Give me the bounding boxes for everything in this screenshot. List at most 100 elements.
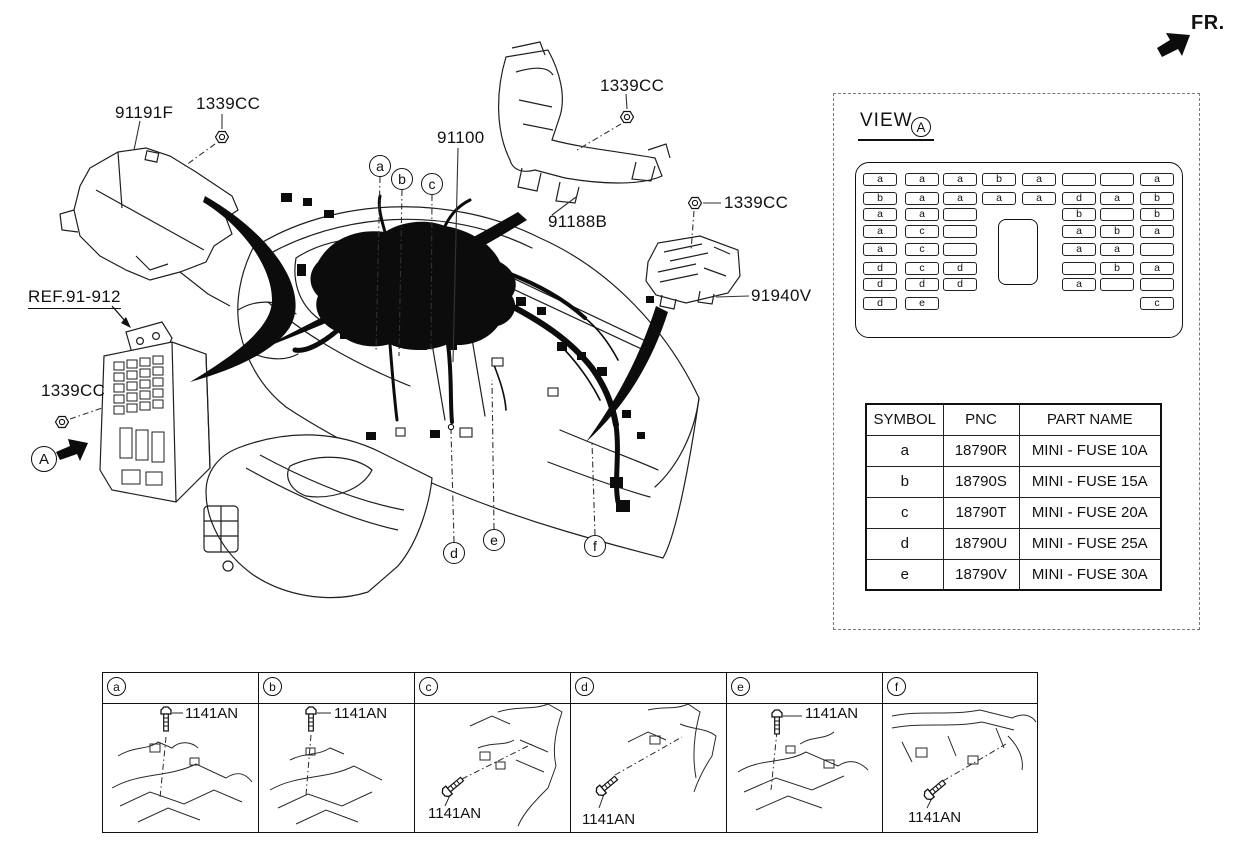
part-label-1339CC-left[interactable]: 1339CC: [41, 381, 106, 400]
fuse-slot: d: [943, 262, 977, 275]
view-title: VIEW: [860, 110, 913, 131]
fuse-slot: a: [1100, 243, 1134, 256]
fuse-slot: d: [863, 278, 897, 291]
bolt-label-1141AN[interactable]: 1141AN: [582, 811, 636, 828]
table-cell: MINI - FUSE 25A: [1018, 527, 1162, 560]
callout-d[interactable]: d: [443, 542, 465, 564]
fuse-slot: b: [1100, 225, 1134, 238]
fuse-slot: [943, 243, 977, 256]
table-header: PART NAME: [1018, 403, 1162, 436]
table-cell: MINI - FUSE 10A: [1018, 434, 1162, 467]
fuse-slot: b: [1140, 208, 1174, 221]
panel-callout-c[interactable]: c: [419, 677, 438, 696]
fuse-slot: d: [905, 278, 939, 291]
fuse-slot: a: [1140, 173, 1174, 186]
fuse-slot: a: [1062, 278, 1096, 291]
bottom-panel-sketches: [111, 703, 1037, 827]
table-cell: d: [865, 527, 944, 560]
fuse-slot: a: [1100, 192, 1134, 205]
table-cell: 18790S: [942, 465, 1020, 498]
fuse-slot: a: [863, 243, 897, 256]
panel-divider: [726, 672, 727, 833]
table-cell: 18790T: [942, 496, 1020, 529]
table-cell: e: [865, 558, 944, 591]
swoosh-arrows: [190, 196, 668, 442]
callout-e[interactable]: e: [483, 529, 505, 551]
part-label-91100[interactable]: 91100: [437, 128, 485, 147]
fuse-slot: d: [863, 262, 897, 275]
ref-label[interactable]: REF.91-912: [28, 288, 121, 309]
table-cell: 18790V: [942, 558, 1020, 591]
panel-callout-e[interactable]: e: [731, 677, 750, 696]
fuse-slot: a: [905, 192, 939, 205]
bolt-label-1141AN[interactable]: 1141AN: [185, 705, 239, 722]
fuse-slot: a: [905, 173, 939, 186]
fuse-slot: b: [1140, 192, 1174, 205]
part-label-1339CC-right[interactable]: 1339CC: [724, 193, 789, 212]
bolt-label-1141AN[interactable]: 1141AN: [334, 705, 388, 722]
table-cell: 18790R: [942, 434, 1020, 467]
callout-b[interactable]: b: [391, 168, 413, 190]
fuse-slot: [1062, 173, 1096, 186]
center-console-drawing: [203, 434, 433, 599]
callout-a[interactable]: a: [369, 155, 391, 177]
part-label-91188B[interactable]: 91188B: [548, 212, 608, 231]
bolt-label-1141AN[interactable]: 1141AN: [908, 809, 962, 826]
panel-divider: [258, 672, 259, 833]
part-label-1339CC-top-left[interactable]: 1339CC: [196, 94, 261, 113]
table-cell: a: [865, 434, 944, 467]
fuse-slot: a: [863, 208, 897, 221]
callout-c[interactable]: c: [421, 173, 443, 195]
ref-leader-arrow: [111, 305, 131, 328]
fuse-slot: a: [982, 192, 1016, 205]
relay-block: [998, 219, 1038, 285]
fuse-slot: a: [863, 173, 897, 186]
part-label-1339CC-top-center[interactable]: 1339CC: [600, 76, 665, 95]
fuse-slot: b: [863, 192, 897, 205]
panel-divider: [882, 672, 883, 833]
fuse-slot: a: [1140, 262, 1174, 275]
view-a-marker[interactable]: A: [31, 446, 57, 472]
fuse-slot: c: [905, 225, 939, 238]
panel-callout-a[interactable]: a: [107, 677, 126, 696]
fuse-slot: b: [982, 173, 1016, 186]
fuse-slot: b: [1062, 208, 1096, 221]
part-label-91191F[interactable]: 91191F: [115, 103, 174, 122]
fuse-slot: d: [863, 297, 897, 310]
part-91940V-drawing: [645, 235, 741, 310]
junction-box-drawing: [99, 321, 211, 503]
fuse-slot: [1100, 278, 1134, 291]
fuse-slot: c: [1140, 297, 1174, 310]
panel-callout-f[interactable]: f: [887, 677, 906, 696]
table-cell: b: [865, 465, 944, 498]
bolt-label-1141AN[interactable]: 1141AN: [428, 805, 482, 822]
fuse-slot: a: [1022, 192, 1056, 205]
view-title-underline: [858, 139, 934, 141]
panel-callout-b[interactable]: b: [263, 677, 282, 696]
fuse-slot: a: [905, 208, 939, 221]
fuse-slot: [1062, 262, 1096, 275]
table-cell: MINI - FUSE 30A: [1018, 558, 1162, 591]
view-title-marker: A: [911, 117, 931, 137]
callout-f[interactable]: f: [584, 535, 606, 557]
fuse-slot: e: [905, 297, 939, 310]
part-91188B-drawing: [497, 41, 671, 204]
bolt-label-1141AN[interactable]: 1141AN: [805, 705, 859, 722]
fuse-slot: [1100, 173, 1134, 186]
part-label-91940V[interactable]: 91940V: [751, 286, 812, 305]
panel-callout-d[interactable]: d: [575, 677, 594, 696]
fuse-slot: d: [1062, 192, 1096, 205]
fuse-slot: [943, 225, 977, 238]
table-header: PNC: [942, 403, 1020, 436]
panel-divider: [414, 672, 415, 833]
fuse-slot: a: [863, 225, 897, 238]
table-cell: c: [865, 496, 944, 529]
fuse-slot: [1100, 208, 1134, 221]
fuse-slot: [1140, 278, 1174, 291]
